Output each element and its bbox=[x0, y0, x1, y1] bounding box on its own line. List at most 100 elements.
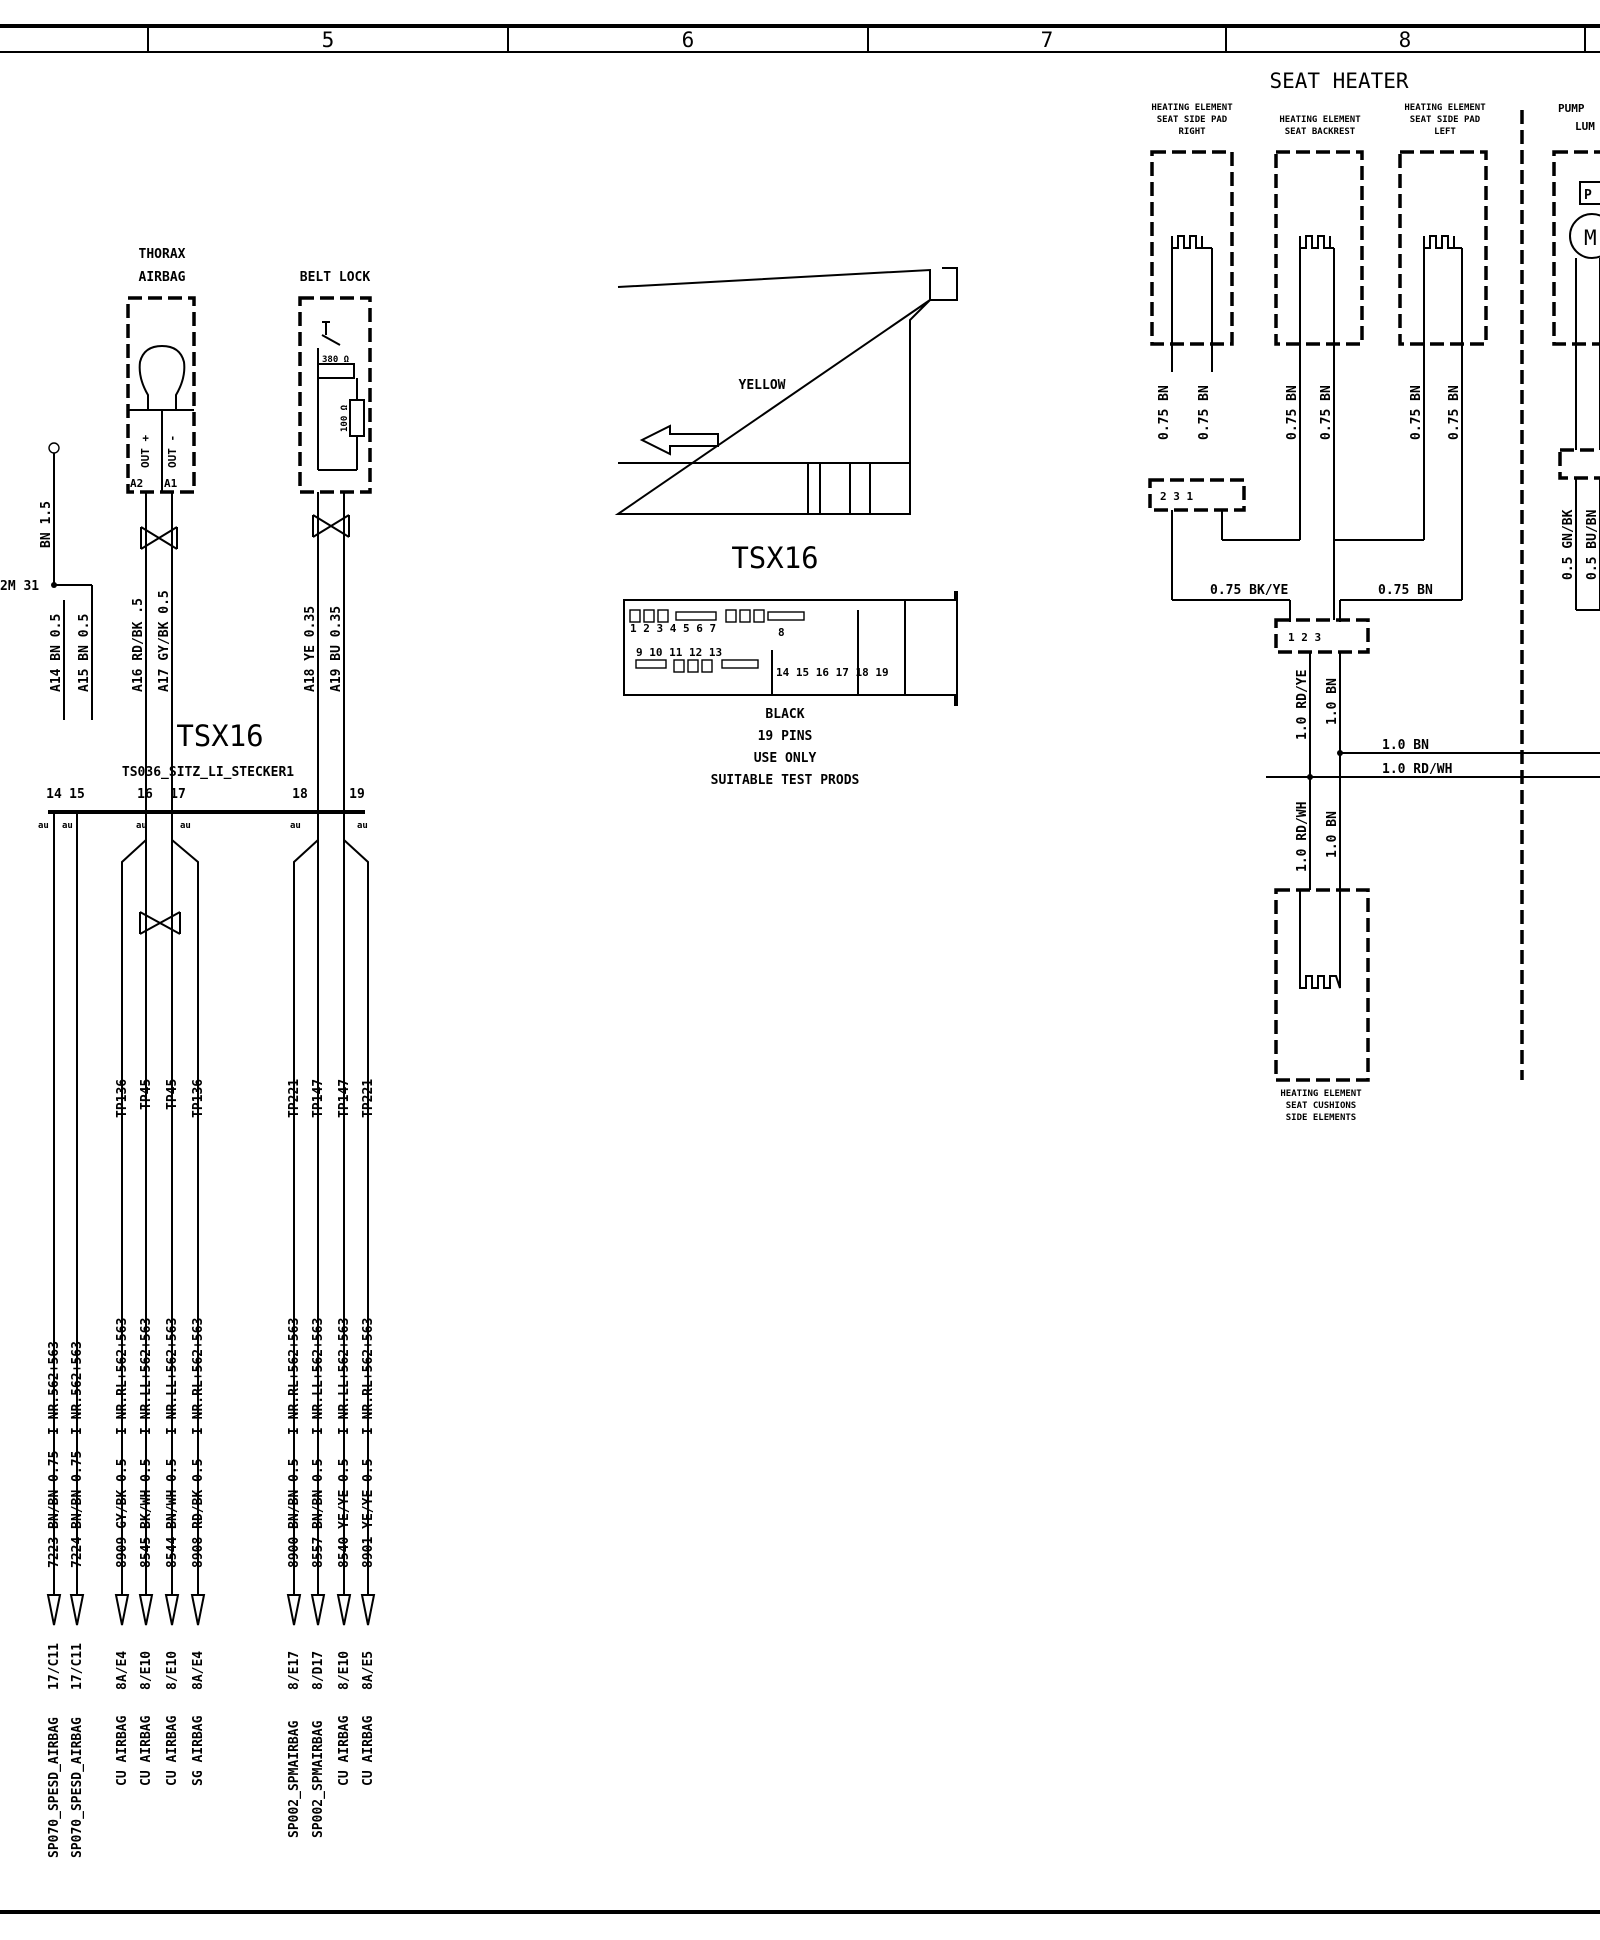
grid-col-8: 8 bbox=[1399, 28, 1412, 52]
pin-cavity bbox=[673, 659, 685, 673]
dest-label: CU AIRBAG bbox=[139, 1715, 154, 1786]
dest-label: SP070_SPESD_AIRBAG bbox=[70, 1717, 85, 1858]
pad-wire-label: 0.75 BN bbox=[1197, 385, 1212, 440]
right-pad-label: RIGHT bbox=[1178, 127, 1206, 137]
dest-label: CU AIRBAG bbox=[361, 1715, 376, 1786]
cushion-label: SEAT CUSHIONS bbox=[1286, 1101, 1356, 1111]
thorax-airbag-label-2: AIRBAG bbox=[139, 270, 186, 285]
pump-label-2: LUM bbox=[1575, 120, 1595, 133]
tp-label: TP136 bbox=[115, 1079, 130, 1118]
tp-label: TP147 bbox=[337, 1079, 352, 1118]
bottom-wire-list: 7223 BN/BN 0.75 7224 BN/BN 0.75 8909 GY/… bbox=[46, 1318, 376, 1858]
out-rdwh-label: 1.0 RD/WH bbox=[1382, 762, 1452, 777]
thorax-pin-a1: A1 bbox=[164, 477, 178, 490]
ref-label: 8/E10 bbox=[139, 1651, 154, 1690]
heater-connector-a bbox=[1148, 478, 1246, 512]
dest-label: CU AIRBAG bbox=[337, 1715, 352, 1786]
wire-label-a17: A17 GY/BK 0.5 bbox=[157, 590, 172, 692]
pump-wire-2: 0.5 BU/BN bbox=[1585, 509, 1600, 580]
ref-label: 8A/E4 bbox=[191, 1651, 206, 1690]
connector-wire bbox=[171, 839, 199, 1595]
wire-info: 8540 YE/YE 0.5 bbox=[337, 1458, 352, 1568]
ref-label: 8/E10 bbox=[337, 1651, 352, 1690]
pin-8: 8 bbox=[778, 626, 785, 639]
heating-element-icon bbox=[1423, 235, 1463, 600]
inr-label: I-NR.LL+562+563 bbox=[311, 1318, 326, 1435]
black-info-4: SUITABLE TEST PRODS bbox=[711, 773, 860, 788]
pump-box bbox=[1552, 150, 1600, 346]
thorax-pin-out-minus: OUT - bbox=[166, 435, 179, 468]
pressure-icon bbox=[1579, 181, 1600, 205]
bk-ye-label: 0.75 BK/YE bbox=[1210, 583, 1288, 598]
thorax-airbag: THORAX AIRBAG OUT + OUT - A2 A1 bbox=[126, 247, 196, 705]
wire-label-a14: A14 BN 0.5 bbox=[49, 614, 64, 692]
seat-heater: SEAT HEATER HEATING ELEMENT SEAT SIDE PA… bbox=[1148, 69, 1600, 1123]
pin-row-top: 1 2 3 4 5 6 7 bbox=[630, 622, 716, 635]
yellow-color-label: YELLOW bbox=[739, 378, 786, 393]
pad-wire-label: 0.75 BN bbox=[1157, 385, 1172, 440]
connector-wire bbox=[121, 839, 147, 1595]
tp-label: TP136 bbox=[191, 1079, 206, 1118]
dest-label: SP002_SPMAIRBAG bbox=[311, 1720, 326, 1838]
au-label: au bbox=[62, 821, 73, 831]
inr-label: I-NR.RL+562+563 bbox=[115, 1318, 130, 1435]
ref-label: 8A/E4 bbox=[115, 1651, 130, 1690]
thorax-pin-a2: A2 bbox=[130, 477, 143, 490]
inr-label: I-NR.RL+562+563 bbox=[191, 1318, 206, 1435]
dest-label: CU AIRBAG bbox=[115, 1715, 130, 1786]
heating-element-icon bbox=[1299, 890, 1341, 989]
tp-label: TP45 bbox=[139, 1079, 154, 1110]
wire-info: 7223 BN/BN 0.75 bbox=[47, 1451, 62, 1568]
backrest-label: HEATING ELEMENT bbox=[1279, 115, 1361, 125]
wire-info: 8901 YE/YE 0.5 bbox=[361, 1458, 376, 1568]
right-pad-heater-box bbox=[1150, 150, 1234, 346]
switch-icon bbox=[321, 321, 341, 346]
right-pad-label: SEAT SIDE PAD bbox=[1157, 115, 1228, 125]
grid-col-7: 7 bbox=[1041, 28, 1054, 52]
left-pad-label: HEATING ELEMENT bbox=[1404, 103, 1486, 113]
tp-label: TP45 bbox=[165, 1079, 180, 1110]
thorax-airbag-label-1: THORAX bbox=[139, 247, 186, 262]
black-housing-outline bbox=[623, 591, 958, 706]
pin-cavity bbox=[635, 659, 667, 669]
pin-19: 19 bbox=[349, 787, 365, 802]
twisted-pair-icon bbox=[139, 911, 181, 935]
ref-label: 8/D17 bbox=[311, 1651, 326, 1690]
pump-component: PUMP LUM P M 0.5 GN/BK 0.5 BU/BN bbox=[1552, 102, 1600, 611]
pin-14: 14 bbox=[46, 787, 62, 802]
left-pad-label: LEFT bbox=[1434, 127, 1456, 137]
pin-row-mid: 9 10 11 12 13 bbox=[636, 646, 722, 659]
inr-label: I-NR.LL+562+563 bbox=[165, 1318, 180, 1435]
pin-cavity bbox=[725, 609, 737, 623]
ground-bn-label: BN 1.5 bbox=[39, 501, 54, 548]
pin-cavity bbox=[739, 609, 751, 623]
ref-label: 17/C11 bbox=[70, 1643, 85, 1690]
resistor-100-label: 100 Ω bbox=[340, 404, 350, 432]
pump-m-label: M bbox=[1584, 226, 1597, 250]
wire-label-a15: A15 BN 0.5 bbox=[77, 614, 92, 692]
pad-wire-label: 0.75 BN bbox=[1447, 385, 1462, 440]
belt-lock: BELT LOCK 380 Ω 100 Ω bbox=[298, 270, 372, 705]
arrow-left-icon bbox=[639, 424, 719, 456]
black-info-3: USE ONLY bbox=[754, 751, 817, 766]
left-pad-label: SEAT SIDE PAD bbox=[1410, 115, 1481, 125]
pin-cavity bbox=[753, 609, 765, 623]
black-connector-view: 1 2 3 4 5 6 7 9 10 11 12 13 8 14 15 16 1… bbox=[623, 591, 958, 788]
main-connector-pins: 14 15 16 17 18 19 bbox=[46, 787, 365, 802]
pin-cavity bbox=[657, 609, 669, 623]
wire-info: 8557 BN/BN 0.5 bbox=[311, 1458, 326, 1568]
ground-31-label: 2M 31 bbox=[0, 579, 39, 594]
rd-wh-v-label: 1.0 RD/WH bbox=[1295, 802, 1310, 872]
twisted-pair-icon bbox=[312, 514, 350, 538]
inr-label: I-NR.LL+562+563 bbox=[337, 1318, 352, 1435]
belt-lock-label: BELT LOCK bbox=[300, 270, 371, 285]
pad-wire-label: 0.75 BN bbox=[1409, 385, 1424, 440]
bn-2-label: 1.0 BN bbox=[1325, 811, 1340, 858]
pin-cavity bbox=[629, 609, 641, 623]
wire-label-a19: A19 BU 0.35 bbox=[329, 606, 344, 692]
wire-info: 8544 BN/WH 0.5 bbox=[165, 1458, 180, 1568]
airbag-icon bbox=[138, 344, 186, 411]
resistor-100 bbox=[349, 399, 365, 437]
ref-label: 17/C11 bbox=[47, 1643, 62, 1690]
